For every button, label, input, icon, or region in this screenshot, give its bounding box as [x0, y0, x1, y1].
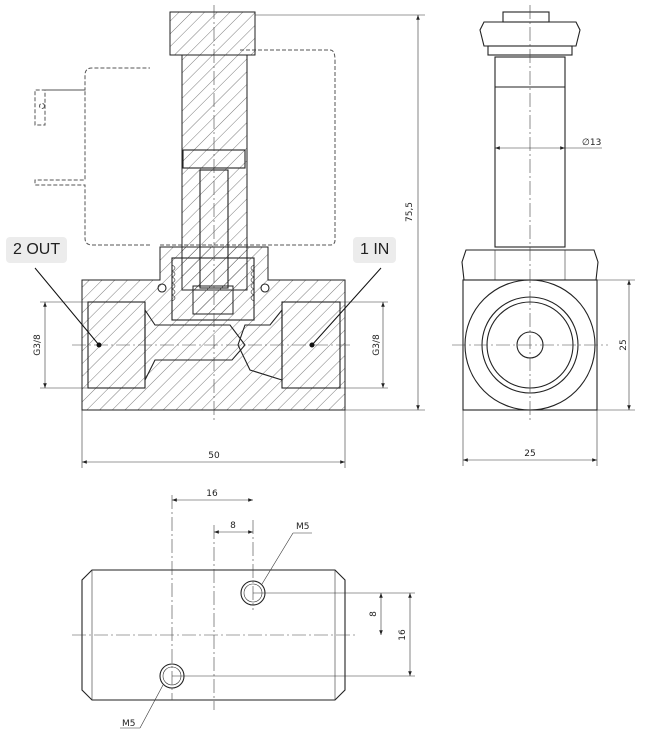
port-right-dim: G3/8	[372, 334, 382, 356]
thread-label-top: M5	[296, 522, 310, 532]
port-left-dim: G3/8	[33, 334, 43, 356]
height-dim: 75,5	[405, 202, 415, 222]
side-view: ∅13 25 25	[452, 5, 635, 466]
hole-spacing-y-dim: 16	[398, 629, 408, 641]
width-dim: 50	[208, 451, 220, 461]
front-section-view: 75,5 50 G3/8 G3/8	[33, 5, 425, 468]
plunger	[192, 285, 234, 315]
tube-diameter-dim: ∅13	[582, 138, 601, 148]
inlet-label: 1 IN	[353, 237, 397, 263]
side-height-dim: 25	[619, 339, 629, 350]
valve-body	[81, 246, 346, 411]
hole-spacing-x-dim: 16	[206, 489, 218, 499]
coil-outline	[34, 49, 336, 246]
stem-tube	[181, 54, 248, 291]
thread-label-bottom: M5	[122, 719, 136, 729]
hole-offset-x-dim: 8	[230, 521, 236, 531]
bottom-view: 16 8 8 16 M5 M5	[72, 489, 415, 729]
top-nut	[169, 11, 256, 56]
hole-offset-y-dim: 8	[369, 611, 379, 617]
side-width-dim: 25	[524, 449, 535, 459]
outlet-label: 2 OUT	[6, 237, 68, 263]
